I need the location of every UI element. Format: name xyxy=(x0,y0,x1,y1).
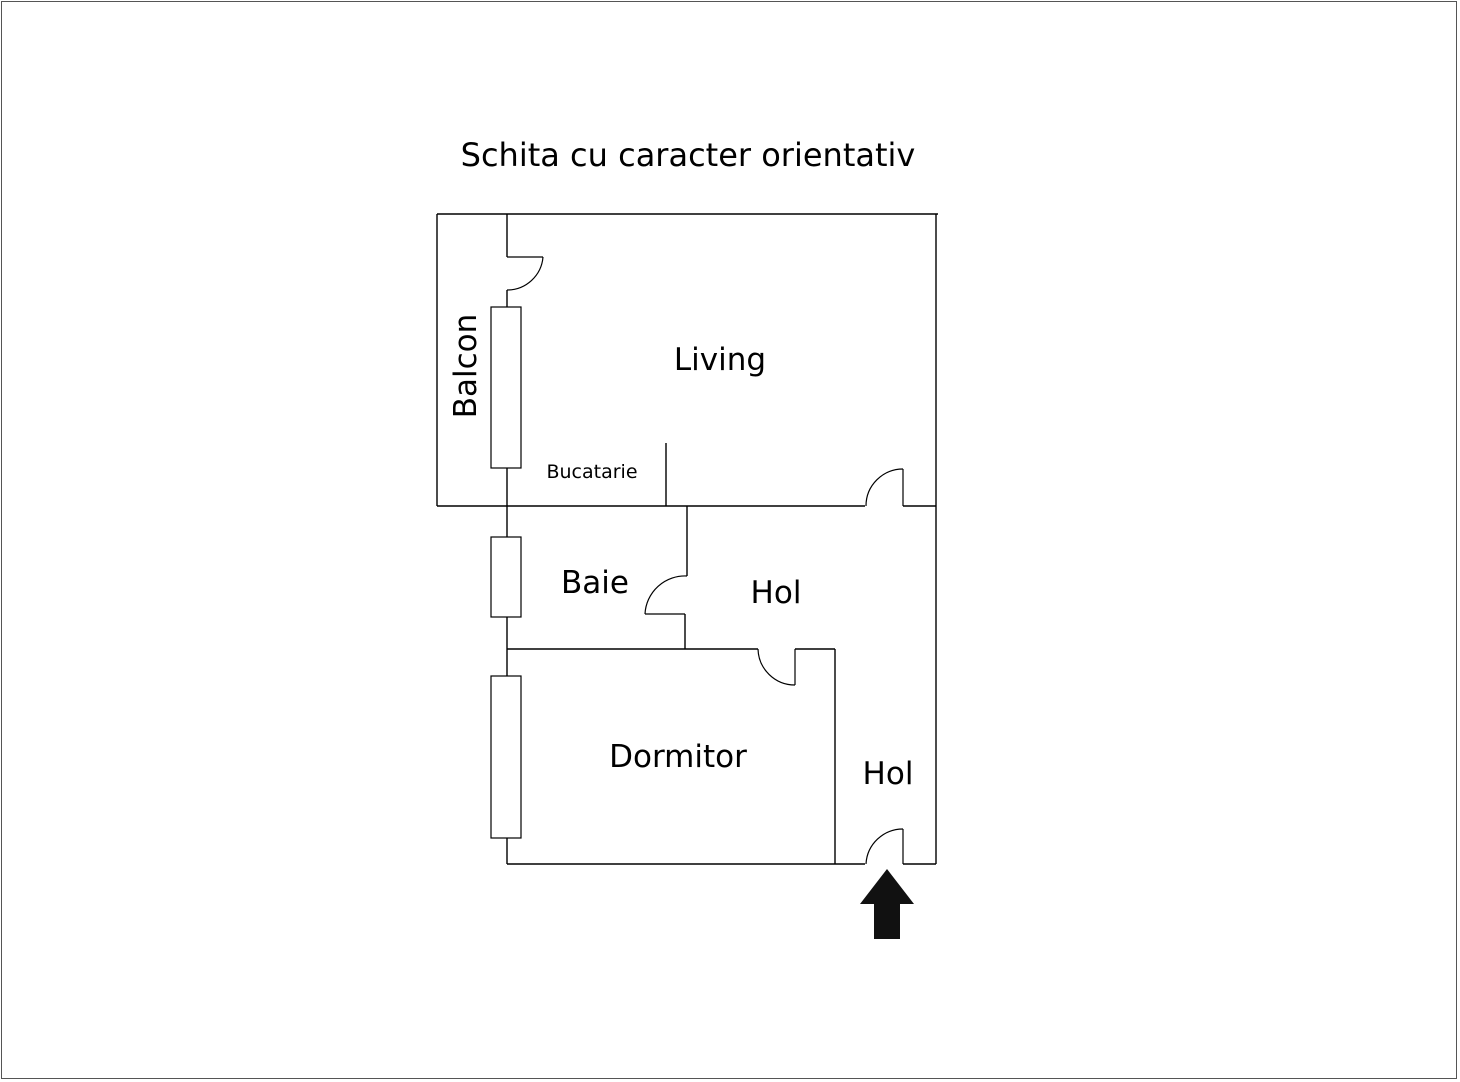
room-label-hall-lower: Hol xyxy=(863,756,914,792)
door-bedroom xyxy=(757,648,796,686)
room-label-bathroom: Baie xyxy=(561,565,629,601)
window-living xyxy=(490,306,522,469)
room-label-living: Living xyxy=(674,342,766,378)
door-living xyxy=(865,468,904,507)
door-entrance xyxy=(865,828,904,865)
room-label-hall-upper: Hol xyxy=(751,575,802,611)
door-bathroom xyxy=(644,575,688,615)
windows xyxy=(490,306,522,839)
doors xyxy=(506,256,904,865)
outer-walls xyxy=(436,213,938,865)
room-label-balcony: Balcon xyxy=(448,314,484,419)
arrow-up-icon xyxy=(860,869,914,939)
door-balcony xyxy=(506,256,544,291)
room-label-bedroom: Dormitor xyxy=(609,739,747,775)
window-bedroom xyxy=(490,675,522,839)
room-label-kitchen: Bucatarie xyxy=(546,461,637,483)
plan-title: Schita cu caracter orientativ xyxy=(461,136,916,174)
window-bathroom xyxy=(490,536,522,618)
